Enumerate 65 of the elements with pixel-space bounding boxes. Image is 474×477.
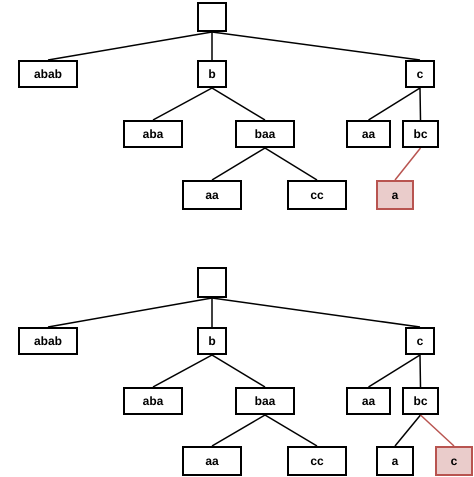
connector-line (420, 414, 454, 447)
tree-node-box (376, 180, 414, 210)
node-label: baa (254, 394, 276, 408)
tree-node-box (287, 446, 347, 476)
connector-line (394, 414, 422, 446)
connector-line (212, 414, 266, 447)
node-label: c (416, 67, 424, 81)
node-label: abab (34, 67, 62, 81)
node-label: b (208, 67, 216, 81)
tree-node-box (405, 60, 435, 88)
connector-line (152, 354, 212, 388)
tree-node-box (18, 327, 78, 355)
tree-node-box (405, 327, 435, 355)
connector-line (264, 414, 318, 447)
connector-line (394, 148, 422, 180)
tree-node-box (18, 60, 78, 88)
connector-line (212, 31, 420, 61)
empty-box (197, 2, 227, 32)
connector-line (368, 87, 420, 121)
tree-node-box (182, 446, 242, 476)
tree-node-box (235, 120, 295, 148)
connector-line (419, 354, 422, 388)
connector-line (48, 31, 212, 61)
node-label: a (392, 454, 398, 468)
tree-node-box (287, 180, 347, 210)
connector-line (211, 298, 213, 327)
connector-line (212, 297, 420, 328)
tree-node-box (235, 387, 295, 415)
node-label: baa (254, 127, 276, 141)
node-label: aba (142, 394, 164, 408)
tree-node-box (376, 446, 414, 476)
node-label: aa (205, 454, 219, 468)
node-label: aa (205, 188, 219, 202)
tree-node-box (402, 387, 439, 415)
tree-node-box (123, 120, 183, 148)
node-label: bc (413, 127, 428, 141)
tree-node-box (402, 120, 439, 148)
connector-line (212, 354, 266, 388)
connector-line (211, 32, 213, 60)
node-label: b (208, 334, 216, 348)
connector-line (212, 87, 266, 121)
node-label: cc (310, 188, 324, 202)
node-label: c (416, 334, 424, 348)
node-label: aba (142, 127, 164, 141)
connector-line (368, 354, 420, 388)
node-label: cc (310, 454, 324, 468)
node-label: c (450, 454, 458, 468)
connector-line (264, 147, 318, 181)
empty-box (197, 267, 227, 298)
node-label: a (392, 188, 398, 202)
connector-line (48, 297, 212, 328)
connector-line (419, 88, 422, 120)
connector-line (212, 147, 266, 181)
tree-node-box (182, 180, 242, 210)
tree-node-box (123, 387, 183, 415)
node-label: aa (362, 127, 376, 141)
connector-line (152, 87, 212, 121)
tree-node-box (197, 327, 227, 355)
tree-node-box (435, 446, 473, 476)
tree-node-box (197, 60, 227, 88)
node-label: aa (362, 394, 376, 408)
tree-node-box (346, 120, 391, 148)
node-label: bc (413, 394, 428, 408)
tree-node-box (346, 387, 391, 415)
node-label: abab (34, 334, 62, 348)
